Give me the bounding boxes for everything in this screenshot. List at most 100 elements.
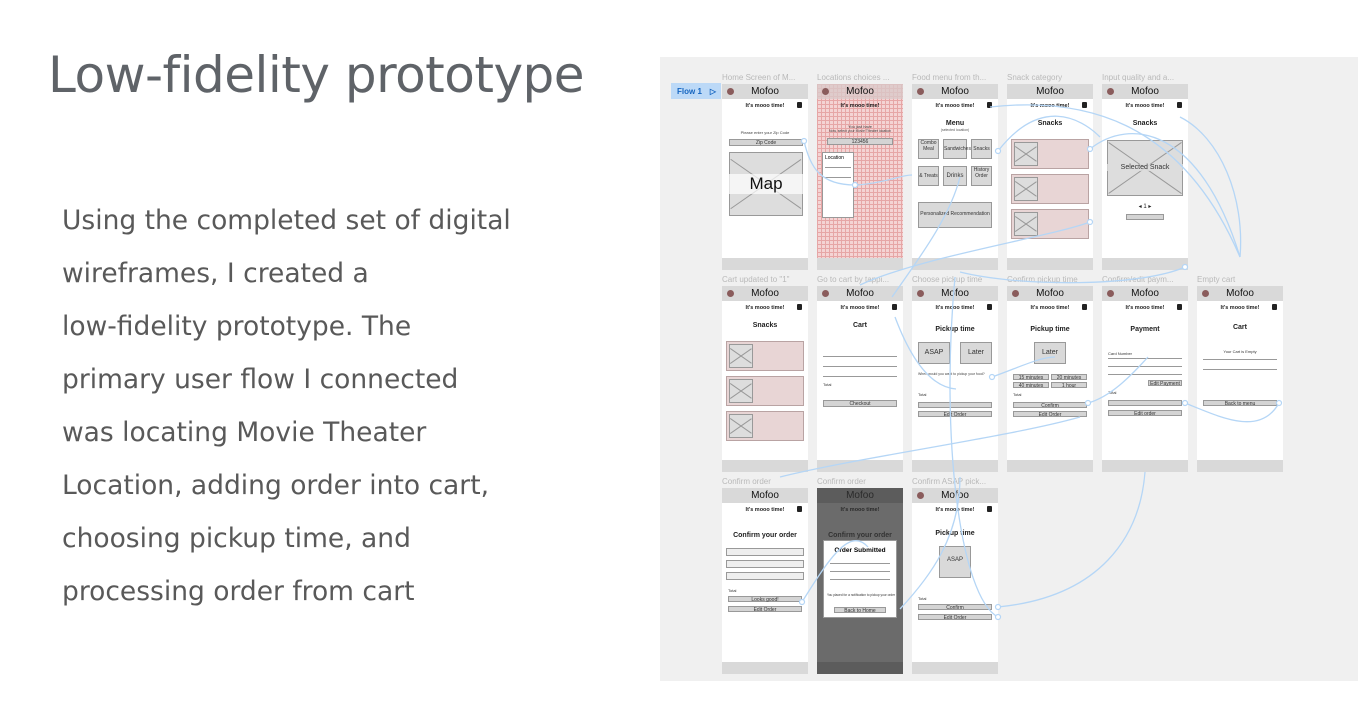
location-intro: You just have (848, 124, 872, 129)
slide-title: Low-fidelity prototype (48, 46, 585, 104)
time-40-minutes[interactable]: 40 minutes (1013, 382, 1049, 389)
menu-drinks[interactable]: Drinks (943, 166, 967, 186)
edit-order-button[interactable]: Edit Order (918, 411, 992, 418)
cart-heading: Cart (1232, 324, 1247, 331)
frame-location-choices[interactable]: Locations choices ... Mofoo It's mooo ti… (817, 73, 903, 270)
frame-empty-cart[interactable]: Empty cart Mofoo It's mooo time! Cart Yo… (1197, 275, 1283, 472)
total-label: Total (1013, 392, 1022, 397)
shopping-bag-icon[interactable] (892, 304, 897, 310)
connection-line (997, 115, 1101, 152)
connection-line (779, 416, 1081, 478)
connection-node (1275, 399, 1283, 407)
frame-cart-updated[interactable]: Cart updated to "1" Mofoo It's mooo time… (722, 275, 808, 472)
asap-option[interactable]: ASAP (918, 342, 950, 364)
menu-combo-meal[interactable]: Combo Meal (918, 139, 939, 159)
total-label: Total (1108, 390, 1117, 395)
menu-sandwiches[interactable]: Sandwiches (943, 139, 971, 159)
pickup-question: When would you want to pickup your food? (918, 372, 985, 376)
confirm-button[interactable] (1108, 400, 1182, 406)
shopping-bag-icon[interactable] (1082, 304, 1087, 310)
shopping-bag-icon[interactable] (1177, 102, 1182, 108)
frame-input-quantity[interactable]: Input quality and a... Mofoo It's mooo t… (1102, 73, 1188, 270)
snack-item[interactable] (1011, 139, 1089, 169)
tab-bar (1197, 460, 1283, 472)
body-line: processing order from cart (62, 576, 415, 607)
frame-confirm-payment[interactable]: Confirm/edit paym... Mofoo It's mooo tim… (1102, 275, 1188, 472)
menu-history-order[interactable]: History Order (971, 166, 992, 186)
menu-treats[interactable]: & Treats (918, 166, 939, 186)
app-header: Mofoo (1007, 286, 1093, 301)
edit-order-button[interactable]: Edit Order (1013, 411, 1087, 418)
frame-go-to-cart[interactable]: Go to cart by tappi... Mofoo It's mooo t… (817, 275, 903, 472)
shopping-bag-icon[interactable] (797, 506, 802, 512)
shopping-bag-icon[interactable] (797, 102, 802, 108)
empty-cart-message: Your Cart is Empty (1223, 349, 1257, 354)
pickup-heading: Pickup time (1030, 326, 1070, 333)
shopping-bag-icon[interactable] (1272, 304, 1277, 310)
prototype-canvas[interactable]: Flow 1 ▷ Home Screen of M... Mofoo It's … (660, 57, 1358, 681)
edit-order-button[interactable]: Edit order (1108, 410, 1182, 417)
modal-line (830, 563, 890, 564)
tagline: It's mooo time! (1125, 103, 1165, 109)
frame-home-screen[interactable]: Home Screen of M... Mofoo It's mooo time… (722, 73, 808, 270)
add-to-cart-button[interactable] (1126, 214, 1164, 220)
time-1-hour[interactable]: 1 hour (1051, 382, 1087, 389)
connection-node (1084, 399, 1092, 407)
shopping-bag-icon[interactable] (797, 304, 802, 310)
later-option[interactable]: Later (960, 342, 992, 364)
connection-line (991, 356, 1056, 378)
time-15-minutes[interactable]: 15 minutes (1013, 374, 1049, 381)
tagline: It's mooo time! (1220, 305, 1260, 311)
personalized-recommendation[interactable]: Personalized Recommendation (918, 202, 992, 228)
frame-label: Go to cart by tappi... (817, 275, 890, 284)
frame-order-submitted[interactable]: Confirm order Mofoo It's mooo time! Conf… (817, 477, 903, 674)
snack-item[interactable] (726, 376, 804, 406)
tagline: It's mooo time! (840, 507, 880, 513)
quantity-stepper[interactable]: ◂ 1 ▸ (1138, 204, 1152, 210)
tagline: It's mooo time! (840, 103, 880, 109)
quantity-value: 1 (1143, 204, 1147, 210)
app-header: Mofoo (912, 84, 998, 99)
prototype-connections (779, 104, 1283, 621)
frame-snack-category[interactable]: Snack category Mofoo It's mooo time! Sna… (1007, 73, 1093, 270)
app-header: Mofoo (817, 488, 903, 503)
order-submitted-modal[interactable]: Order Submitted You placed for a notific… (823, 540, 897, 618)
frame-choose-pickup[interactable]: Choose pickup time Mofoo It's mooo time!… (912, 275, 998, 472)
modal-line (830, 579, 890, 580)
app-header: Mofoo (817, 286, 903, 301)
location-instruction: Now, select your Movie Theater location (829, 129, 891, 133)
frame-confirm-pickup[interactable]: Confirm pickup time Mofoo It's mooo time… (1007, 275, 1093, 472)
body-line: was locating Movie Theater (62, 417, 427, 448)
frame-label: Cart updated to "1" (722, 275, 790, 284)
connection-line (997, 471, 1146, 608)
snack-image (1014, 142, 1038, 166)
back-to-home-button[interactable]: Back to Home (834, 607, 886, 614)
edit-order-button[interactable]: Edit Order (728, 606, 802, 613)
play-icon[interactable]: ▷ (709, 86, 717, 96)
flow-start-tag[interactable]: Flow 1 ▷ (671, 83, 721, 99)
shopping-bag-icon[interactable] (987, 102, 992, 108)
connection-line (959, 266, 1186, 284)
edit-order-button[interactable]: Edit Order (918, 614, 992, 621)
app-header: Mofoo (1197, 286, 1283, 301)
shopping-bag-icon[interactable] (1082, 102, 1087, 108)
time-20-minutes[interactable]: 20 minutes (1051, 374, 1087, 381)
snack-item[interactable] (1011, 174, 1089, 204)
shopping-bag-icon[interactable] (987, 304, 992, 310)
confirm-button[interactable]: Confirm (918, 604, 992, 611)
zip-value[interactable]: 123456 (827, 138, 893, 145)
total-label: Total (823, 382, 832, 387)
snack-item[interactable] (726, 411, 804, 441)
pickup-notification-text: You placed for a notification to pickup … (826, 593, 896, 597)
edit-payment-button[interactable]: Edit Payment (1148, 380, 1182, 387)
shopping-bag-icon[interactable] (1177, 304, 1182, 310)
checkout-button[interactable]: Checkout (823, 400, 897, 407)
avatar (917, 492, 924, 499)
tagline: It's mooo time! (745, 507, 785, 513)
confirm-button[interactable] (918, 402, 992, 408)
snack-item[interactable] (726, 341, 804, 371)
menu-snacks[interactable]: Snacks (971, 139, 992, 159)
frame-food-menu[interactable]: Food menu from th... Mofoo It's mooo tim… (912, 73, 998, 270)
shopping-bag-icon[interactable] (987, 506, 992, 512)
frame-confirm-order[interactable]: Confirm order Mofoo It's mooo time! Conf… (722, 477, 808, 674)
